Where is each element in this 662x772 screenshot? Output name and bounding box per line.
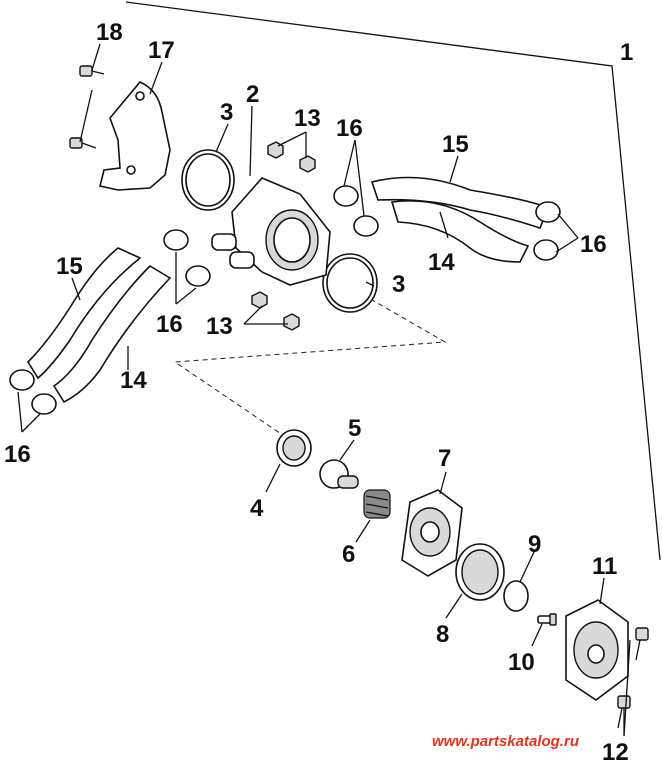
bolt-part-12 bbox=[617, 627, 649, 729]
callout-2: 2 bbox=[246, 81, 259, 108]
callout-16: 16 bbox=[336, 115, 363, 142]
thermostat-part bbox=[319, 459, 359, 489]
callout-11: 11 bbox=[592, 553, 617, 580]
o-ring-part bbox=[181, 149, 378, 313]
callout-15: 15 bbox=[56, 253, 83, 280]
leader-lines bbox=[17, 43, 631, 737]
hose-part-upper bbox=[370, 176, 550, 263]
callout-labels: 1 2 3 3 4 5 6 7 8 9 10 11 12 13 13 14 14… bbox=[4, 19, 633, 766]
callout-18: 18 bbox=[96, 19, 123, 46]
thermostat-housing-part bbox=[211, 177, 331, 286]
callout-16: 16 bbox=[580, 231, 607, 258]
hose-clamp-part bbox=[9, 185, 561, 415]
callout-12: 12 bbox=[602, 739, 629, 766]
callout-13: 13 bbox=[294, 105, 321, 132]
callout-3: 3 bbox=[220, 99, 233, 126]
bracket-part bbox=[99, 81, 171, 191]
hose-part-left bbox=[26, 247, 172, 404]
callout-4: 4 bbox=[250, 495, 264, 522]
callout-15: 15 bbox=[442, 131, 469, 158]
nut-part bbox=[251, 141, 316, 331]
callout-16: 16 bbox=[156, 311, 183, 338]
assembly-bracket-line bbox=[125, 1, 661, 561]
callout-10: 10 bbox=[508, 649, 535, 676]
callout-5: 5 bbox=[348, 415, 361, 442]
diaphragm-part bbox=[455, 543, 505, 601]
callout-7: 7 bbox=[438, 445, 451, 472]
callout-16: 16 bbox=[4, 441, 31, 468]
spring-part bbox=[363, 489, 391, 519]
callout-14: 14 bbox=[428, 249, 455, 276]
callout-3: 3 bbox=[392, 271, 405, 298]
bolt-part-18 bbox=[69, 65, 105, 149]
callout-8: 8 bbox=[436, 621, 449, 648]
valve-cover-part bbox=[565, 599, 629, 701]
callout-6: 6 bbox=[342, 541, 355, 568]
callout-9: 9 bbox=[528, 531, 541, 558]
callout-17: 17 bbox=[148, 37, 175, 64]
disc-part bbox=[503, 580, 529, 612]
callout-1: 1 bbox=[620, 39, 633, 66]
screw-part bbox=[537, 613, 557, 626]
callout-13: 13 bbox=[206, 313, 233, 340]
seal-part bbox=[276, 429, 312, 467]
pressure-valve-housing-part bbox=[401, 489, 463, 577]
explode-dash-lines bbox=[173, 289, 447, 441]
watermark: www.partskatalog.ru bbox=[432, 733, 579, 750]
callout-14: 14 bbox=[120, 367, 147, 394]
